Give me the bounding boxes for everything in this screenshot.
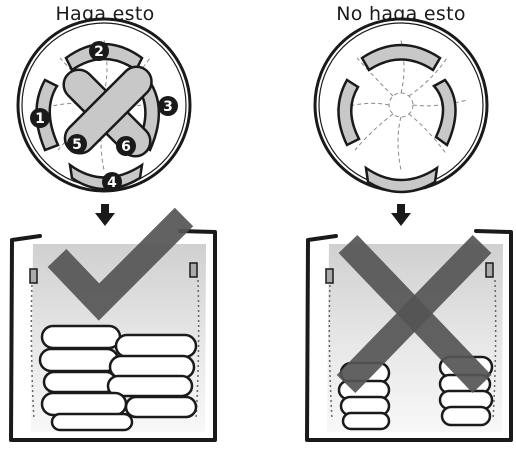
down-arrow-icon: [391, 204, 411, 226]
svg-text:6: 6: [121, 139, 131, 155]
top-view-incorrect: [315, 19, 487, 192]
top-view-correct: 1 2 3 4 5 6: [18, 19, 190, 192]
tub-incorrect: [307, 231, 511, 440]
tub-lifter: [326, 269, 333, 283]
down-arrow-icon: [95, 204, 115, 226]
svg-text:2: 2: [94, 44, 104, 60]
badge-5: 5: [67, 134, 87, 154]
svg-text:5: 5: [72, 137, 82, 153]
badge-2: 2: [89, 41, 109, 61]
tub-lifter: [190, 263, 197, 277]
badge-1: 1: [30, 108, 50, 128]
svg-text:1: 1: [35, 111, 45, 127]
tub-correct: [11, 217, 215, 440]
svg-text:3: 3: [163, 99, 173, 115]
tub-lifter: [486, 263, 493, 277]
badge-4: 4: [102, 172, 122, 192]
badge-3: 3: [158, 96, 178, 116]
tub-lifter: [30, 269, 37, 283]
svg-text:4: 4: [107, 175, 117, 191]
badge-6: 6: [116, 136, 136, 156]
laundry-stack-correct: [40, 326, 196, 430]
